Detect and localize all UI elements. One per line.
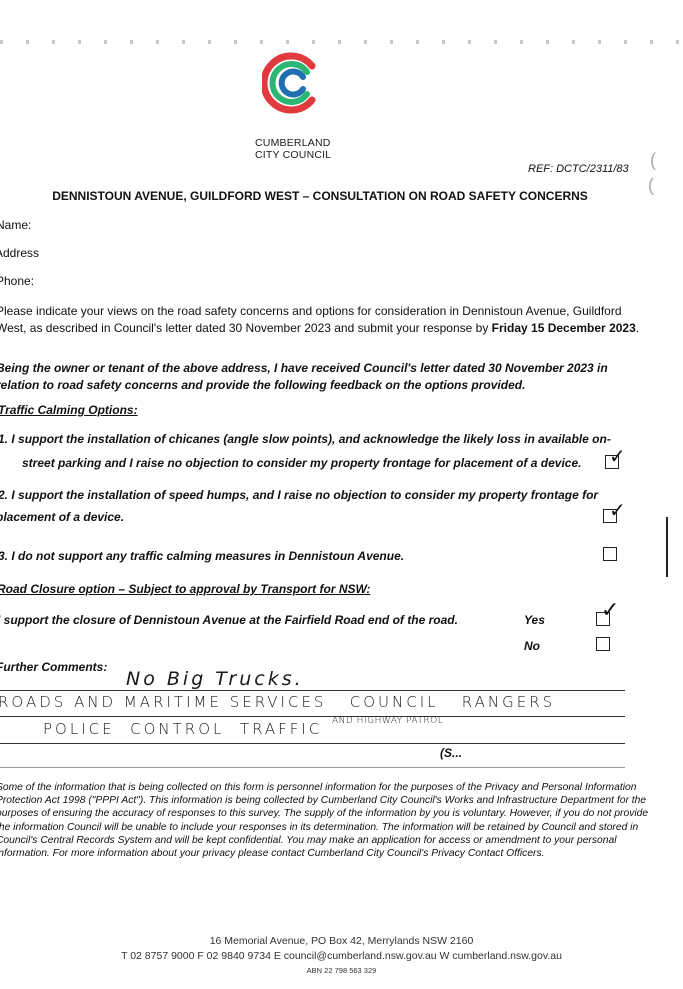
road-closure-heading: Road Closure option – Subject to approva…	[0, 582, 371, 596]
top-dash-border	[0, 40, 683, 44]
footer-address: 16 Memorial Avenue, PO Box 42, Merryland…	[209, 935, 474, 947]
intro-paragraph: Please indicate your views on the road s…	[0, 304, 640, 335]
yes-checkbox[interactable]	[596, 612, 610, 626]
comments-label: Further Comments:	[0, 660, 108, 674]
margin-mark: (	[648, 175, 654, 195]
option-2-tick-mark: ✓	[609, 498, 626, 522]
yes-label: Yes	[524, 613, 545, 627]
option-3-line: 3. I do not support any traffic calming …	[0, 549, 405, 563]
comment-line-3: POLICE CONTROL TRAFFIC	[43, 720, 323, 738]
deadline: Friday 15 December 2023	[491, 321, 636, 335]
option-1-line-a: 1. I support the installation of chicane…	[0, 432, 611, 446]
comment-line-3-small: AND HIGHWAY PATROL	[332, 716, 444, 726]
footer-contact: T 02 8757 9000 F 02 9840 9734 E council@…	[121, 950, 562, 962]
comment-line-2: ROADS AND MARITIME SERVICES COUNCIL RANG…	[0, 693, 556, 711]
phone-field-label: Phone:	[0, 274, 35, 288]
footer-abn: ABN 22 798 563 329	[306, 966, 377, 975]
traffic-calming-heading: Traffic Calming Options:	[0, 403, 138, 417]
page-title: DENNISTOUN AVENUE, GUILDFORD WEST – CONS…	[52, 189, 588, 203]
privacy-notice: Some of the information that is being co…	[0, 782, 649, 860]
option-2-checkbox[interactable]	[603, 509, 617, 523]
option-3-checkbox[interactable]	[603, 547, 617, 561]
comment-line-1: No Big Trucks.	[126, 668, 304, 690]
address-field-label: Address	[0, 246, 40, 260]
option-1-line-b: street parking and I raise no objection …	[22, 456, 582, 470]
name-field-label: Name:	[0, 218, 32, 232]
comment-rule-3	[0, 743, 625, 744]
comment-rule-4	[0, 767, 625, 768]
no-checkbox[interactable]	[596, 637, 610, 651]
no-label: No	[524, 639, 540, 653]
option-2-line-b: placement of a device.	[0, 510, 125, 524]
option-2-line-a: 2. I support the installation of speed h…	[0, 488, 599, 502]
comment-rule-2	[0, 716, 625, 717]
reference-number: REF: DCTC/2311/83	[528, 163, 629, 175]
margin-line	[666, 517, 668, 577]
council-name: CUMBERLAND CITY COUNCIL	[255, 137, 332, 161]
declaration: Being the owner or tenant of the above a…	[0, 361, 608, 392]
yes-tick-mark: ✓	[601, 598, 620, 623]
option-1-tick-mark: ✓	[609, 444, 626, 468]
option-1-checkbox[interactable]	[605, 455, 619, 469]
comment-rule-1	[0, 690, 625, 691]
signature-label: (S...	[440, 746, 463, 760]
margin-mark: (	[650, 150, 656, 170]
council-logo-icon	[262, 52, 316, 114]
road-closure-statement: I support the closure of Dennistoun Aven…	[0, 613, 458, 627]
